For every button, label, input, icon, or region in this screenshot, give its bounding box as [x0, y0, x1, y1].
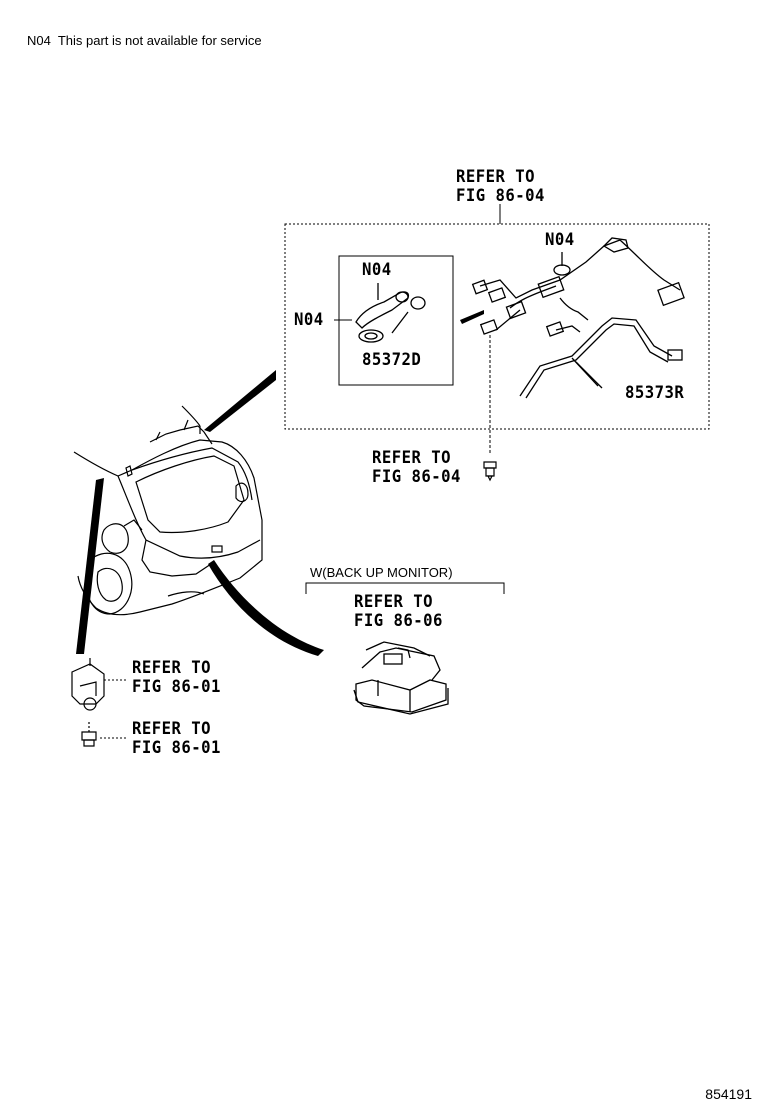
refer-top-line2: FIG 86-04 — [456, 186, 545, 206]
bolt-icon — [483, 461, 497, 482]
wire-85373r-icon — [519, 317, 683, 399]
inset-clip-icon — [355, 283, 426, 343]
backup-monitor-label: W(BACK UP MONITOR) — [310, 565, 453, 580]
refer-camera-line2: FIG 86-06 — [354, 611, 443, 631]
refer-top-line1: REFER TO — [456, 167, 536, 187]
group-box — [284, 223, 710, 430]
n04-left-label: N04 — [294, 310, 324, 330]
part-85372d-label: 85372D — [362, 350, 422, 370]
refer-bolt-line2: FIG 86-04 — [372, 467, 461, 487]
n04-top-label: N04 — [545, 230, 575, 250]
n04-inset-label: N04 — [362, 260, 392, 280]
refer-bracket-line1: REFER TO — [132, 658, 212, 678]
car-rear-icon — [73, 405, 263, 616]
figure-id: 854191 — [705, 1086, 752, 1102]
refer-screw-line2: FIG 86-01 — [132, 738, 221, 758]
wire-harness-icon — [471, 237, 685, 337]
leader-wedges — [76, 310, 484, 656]
bracket-icon — [71, 658, 105, 711]
refer-bolt-line1: REFER TO — [372, 448, 452, 468]
refer-screw-line1: REFER TO — [132, 719, 212, 739]
service-note: N04 This part is not available for servi… — [27, 33, 262, 48]
backup-camera-icon — [353, 641, 449, 715]
refer-camera-line1: REFER TO — [354, 592, 434, 612]
refer-bracket-line2: FIG 86-01 — [132, 677, 221, 697]
part-85373r-label: 85373R — [625, 383, 685, 403]
screw-icon — [81, 722, 97, 747]
